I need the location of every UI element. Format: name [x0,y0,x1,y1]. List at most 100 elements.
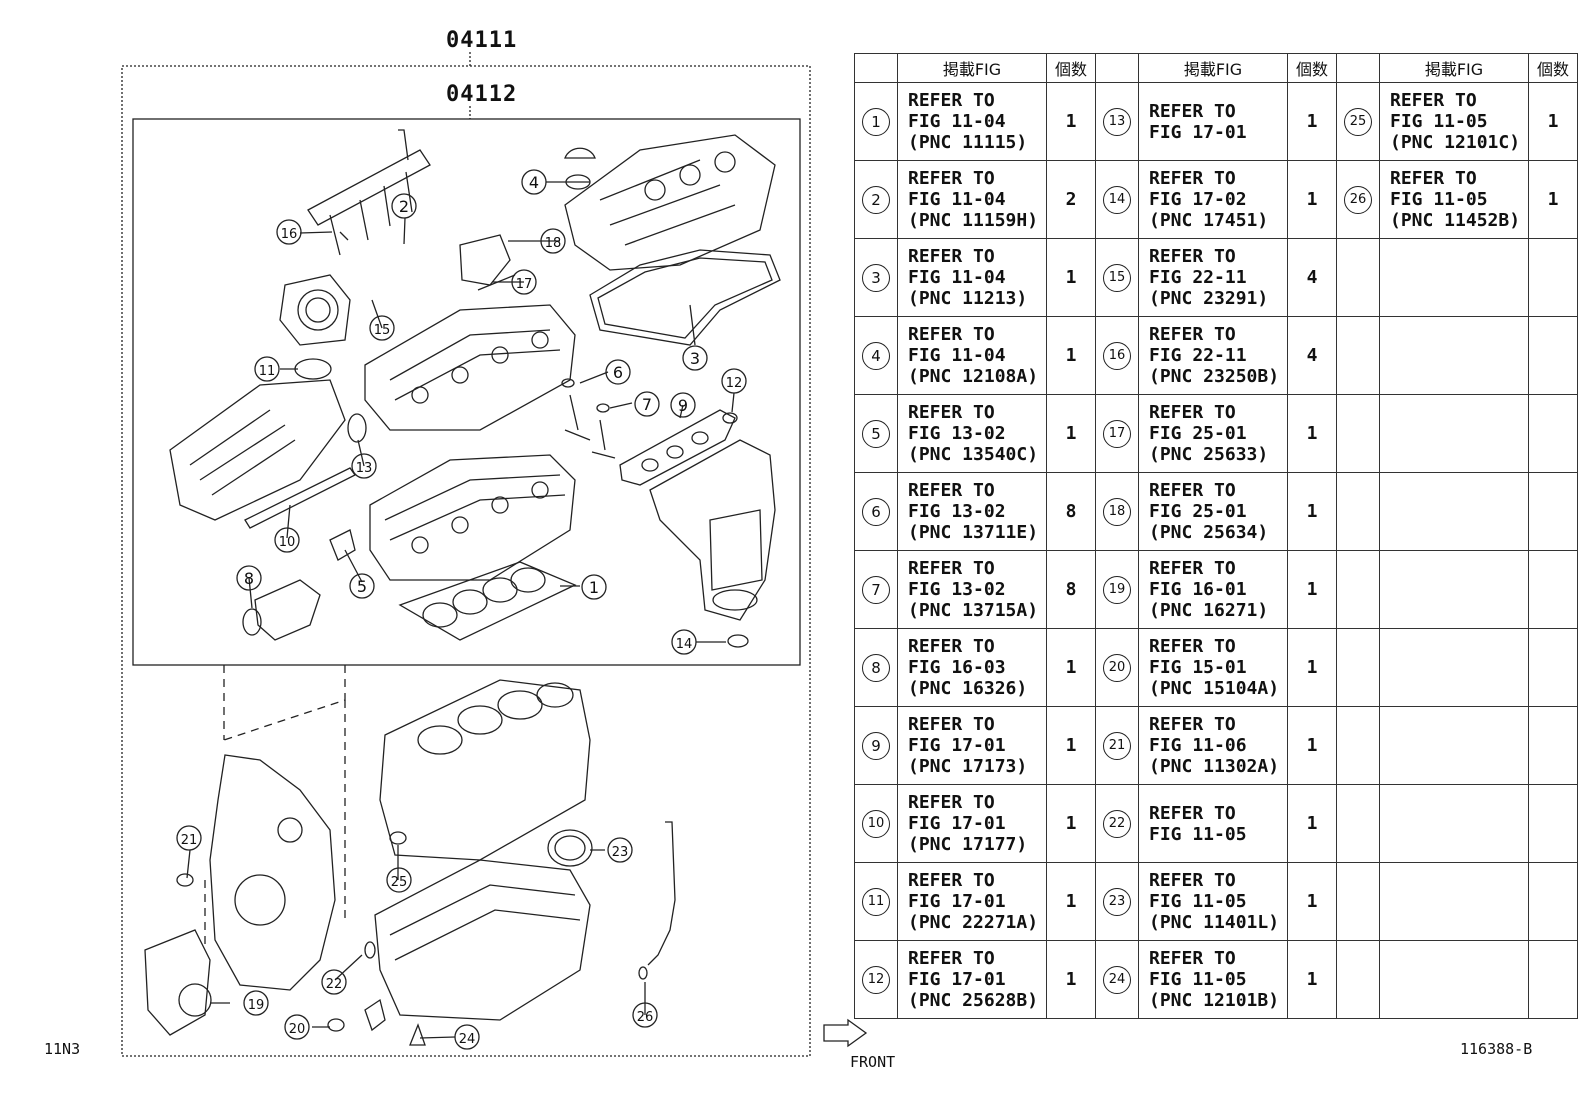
callout-8: 8 [244,569,254,588]
reference-line: REFER TO [908,870,995,891]
col-header: 掲載FIG [1379,53,1529,83]
reference-cell [1379,550,1529,629]
item-number: 7 [862,575,890,604]
reference-line: REFER TO [908,636,995,657]
item-number-cell: 8 [854,628,898,707]
reference-line: (PNC 17451) [1149,210,1269,231]
reference-line: FIG 11-05 [1390,111,1488,132]
reference-line: (PNC 11213) [908,288,1028,309]
callout-4: 4 [529,173,539,192]
callout-15: 15 [374,323,391,338]
item-number-cell: 9 [854,706,898,785]
item-number: 5 [862,419,890,448]
reference-line: (PNC 23291) [1149,288,1269,309]
reference-line: FIG 13-02 [908,501,1006,522]
quantity-cell: 1 [1287,862,1337,941]
callout-6: 6 [613,363,623,382]
reference-line: (PNC 11401L) [1149,912,1280,933]
reference-cell [1379,862,1529,941]
item-number: 22 [1103,809,1131,838]
callout-10: 10 [279,535,296,550]
reference-line: (PNC 25628B) [908,990,1039,1011]
reference-cell [1379,238,1529,317]
item-number-cell: 5 [854,394,898,473]
quantity-cell: 8 [1046,550,1096,629]
col-header: 個数 [1046,53,1096,83]
reference-line: FIG 11-05 [1390,189,1488,210]
col-header: 個数 [1287,53,1337,83]
reference-line: FIG 25-01 [1149,501,1247,522]
quantity-cell: 1 [1046,706,1096,785]
item-number-cell: 21 [1095,706,1139,785]
quantity-cell: 1 [1287,472,1337,551]
item-number-cell: 15 [1095,238,1139,317]
reference-line: FIG 17-02 [1149,189,1247,210]
reference-line: (PNC 17173) [908,756,1028,777]
front-label: FRONT [850,1053,896,1071]
reference-line: REFER TO [908,90,995,111]
callout-14: 14 [676,637,693,652]
quantity-cell: 1 [1046,628,1096,707]
quantity-cell [1528,628,1578,707]
quantity-cell [1528,394,1578,473]
item-number: 12 [862,965,890,994]
reference-line: (PNC 13715A) [908,600,1039,621]
reference-line: REFER TO [908,558,995,579]
reference-line: (PNC 13711E) [908,522,1039,543]
item-number-cell: 25 [1336,82,1380,161]
callout-19: 19 [248,998,265,1013]
quantity-cell [1528,316,1578,395]
callout-13: 13 [356,461,373,476]
item-number: 6 [862,497,890,526]
reference-line: REFER TO [1149,480,1236,501]
quantity-cell: 1 [1046,238,1096,317]
item-number: 14 [1103,185,1131,214]
callout-11: 11 [259,364,276,379]
quantity-cell: 1 [1046,784,1096,863]
reference-line: FIG 11-05 [1149,823,1247,845]
quantity-cell [1528,238,1578,317]
quantity-cell: 1 [1528,160,1578,239]
table-header-row: 掲載FIG 個数 掲載FIG 個数 掲載FIG 個数 [854,53,1578,83]
item-number-cell: 26 [1336,160,1380,239]
reference-line: FIG 13-02 [908,423,1006,444]
reference-cell [1379,784,1529,863]
callout-22: 22 [326,977,343,992]
quantity-cell: 1 [1287,706,1337,785]
reference-cell [1379,940,1529,1019]
reference-line: REFER TO [1390,168,1477,189]
item-number-cell [1336,940,1380,1019]
quantity-cell: 1 [1046,82,1096,161]
item-number-cell [1336,550,1380,629]
reference-line: FIG 11-04 [908,189,1006,210]
col-header [854,53,898,83]
outer-assembly-frame [121,65,811,1057]
item-number: 17 [1103,419,1131,448]
callout-3: 3 [690,349,700,368]
quantity-cell [1528,784,1578,863]
item-number-cell: 10 [854,784,898,863]
reference-line: REFER TO [1149,402,1236,423]
reference-line: (PNC 11159H) [908,210,1039,231]
item-number-cell [1336,472,1380,551]
quantity-cell [1528,940,1578,1019]
item-number-cell [1336,316,1380,395]
reference-line: REFER TO [908,480,995,501]
item-number: 3 [862,263,890,292]
